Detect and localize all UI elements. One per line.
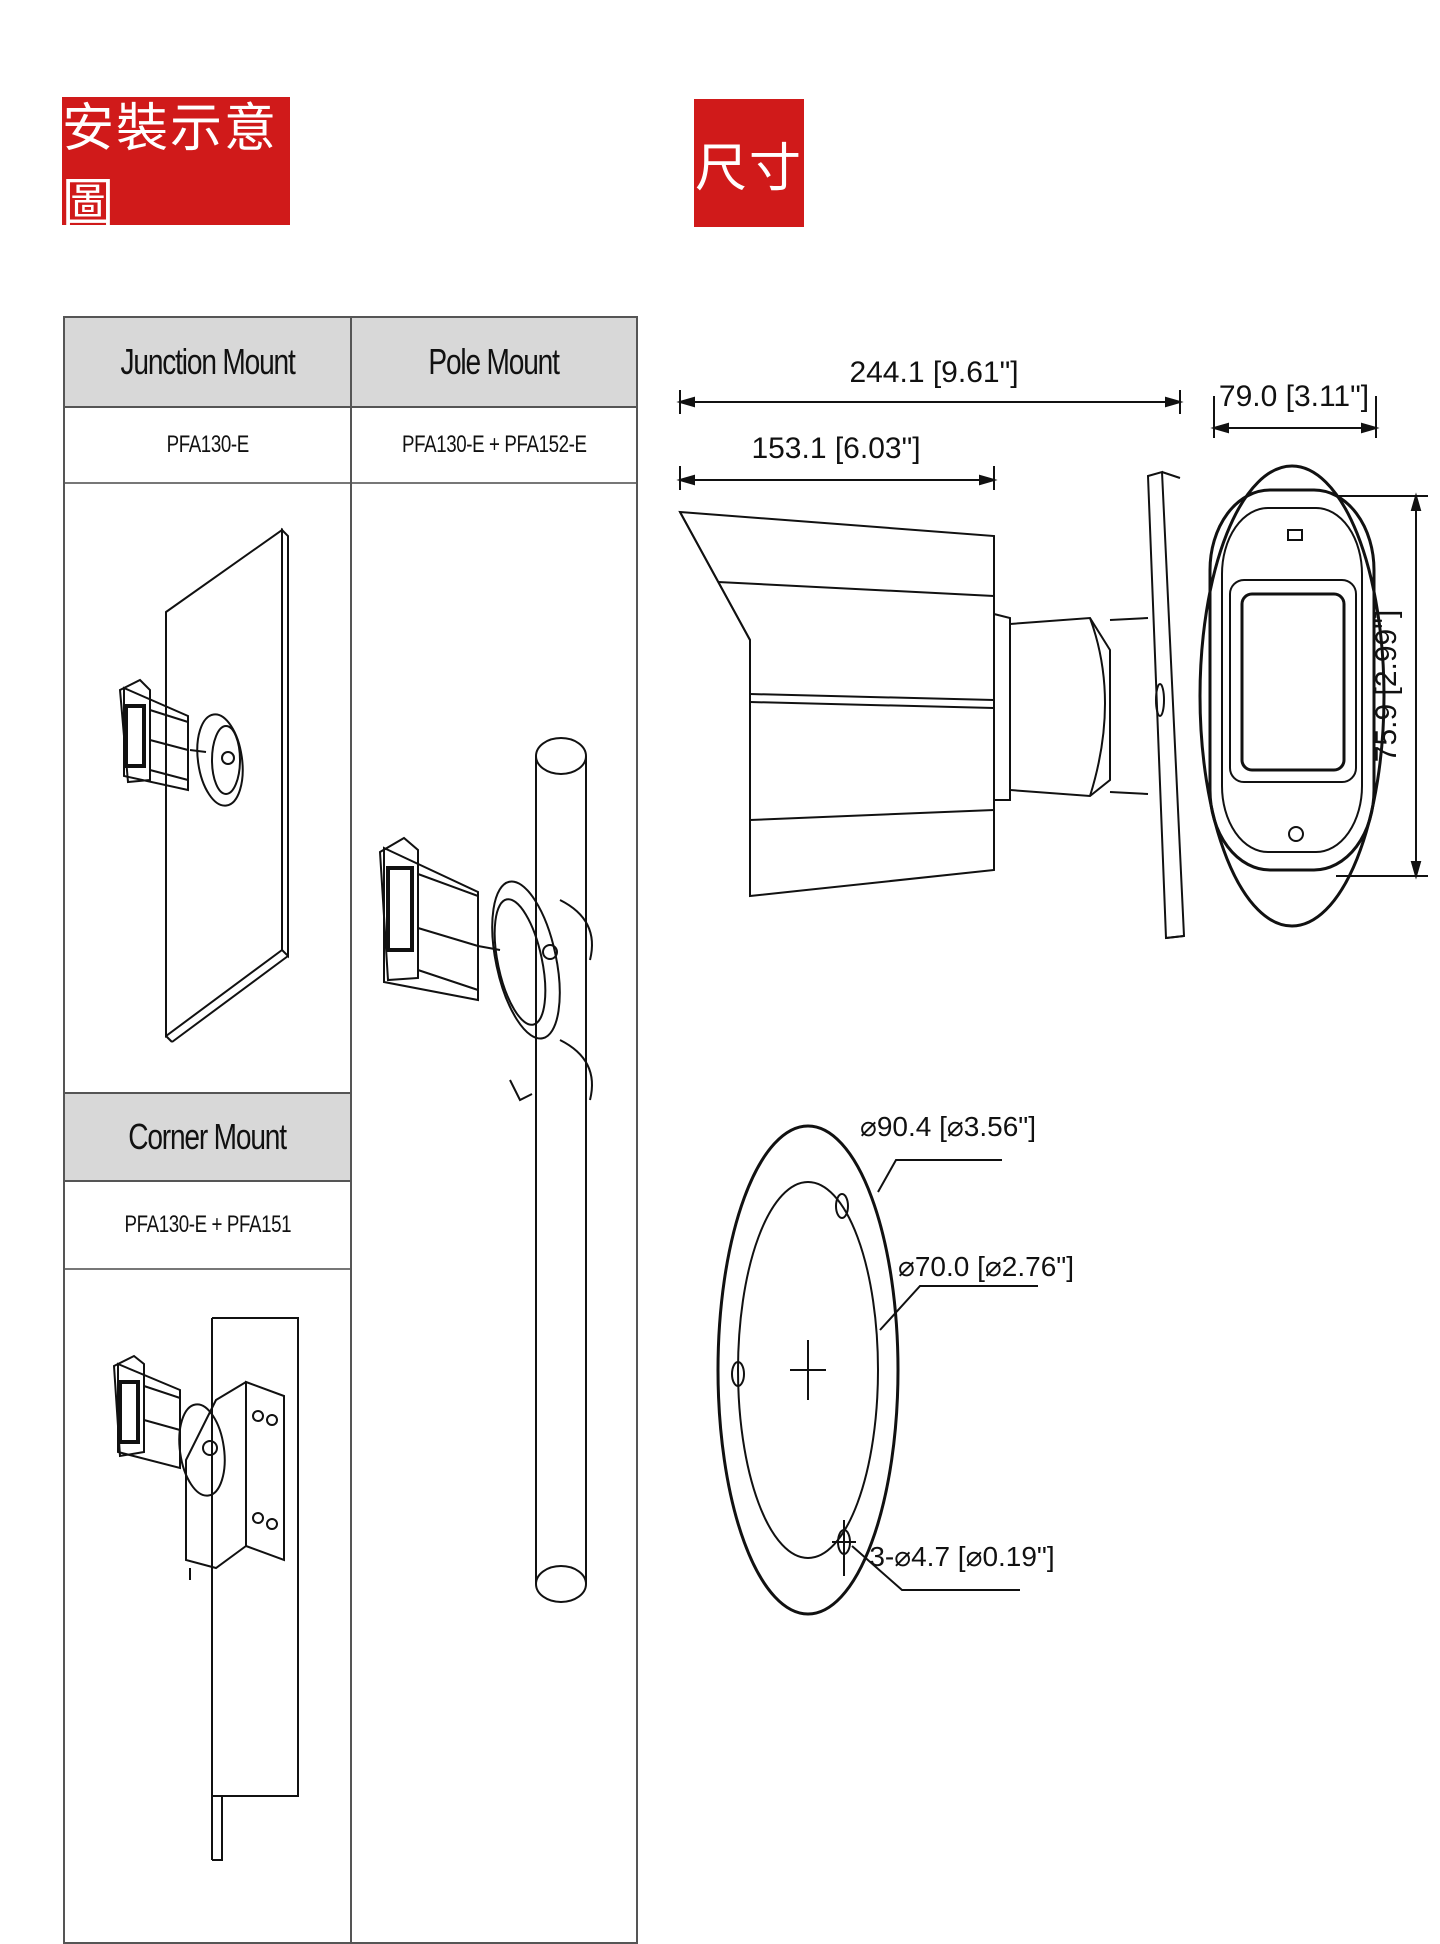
junction-mount-part: PFA130-E	[65, 408, 350, 484]
camera-front-view	[1198, 396, 1428, 928]
dimensions-title: 尺寸	[694, 99, 804, 227]
corner-mount-part: PFA130-E + PFA151	[65, 1182, 350, 1270]
hole-circle-diameter-label: ⌀70.0 [⌀2.76"]	[898, 1251, 1074, 1282]
base-outer-diameter-label: ⌀90.4 [⌀3.56"]	[860, 1111, 1036, 1142]
junction-mount-illustration	[118, 527, 289, 1043]
height-label: 75.9 [2.99"]	[1370, 610, 1403, 762]
pole-mount-part-label: PFA130-E + PFA152-E	[401, 431, 587, 458]
installation-diagram-title: 安裝示意圖	[62, 97, 290, 234]
corner-mount-header: Corner Mount	[65, 1092, 350, 1182]
pole-mount-part: PFA130-E + PFA152-E	[352, 408, 636, 484]
junction-mount-title: Junction Mount	[120, 341, 295, 382]
pole-mount-illustration	[378, 737, 593, 1603]
camera-side-view	[676, 390, 1186, 940]
pole-mount-title: Pole Mount	[428, 341, 561, 382]
base-plate-view	[716, 1124, 1038, 1616]
hole-size-label: 3-⌀4.7 [⌀0.19"]	[869, 1541, 1054, 1572]
width-label: 79.0 [3.11"]	[1219, 380, 1369, 413]
corner-mount-illustration	[112, 1317, 299, 1861]
overall-length-label: 244.1 [9.61"]	[849, 356, 1018, 389]
body-length-label: 153.1 [6.03"]	[751, 432, 920, 465]
corner-mount-title: Corner Mount	[128, 1116, 288, 1157]
mounting-table: Junction Mount Pole Mount PFA130-E PFA13…	[63, 316, 638, 1944]
corner-mount-part-label: PFA130-E + PFA151	[124, 1211, 291, 1238]
junction-mount-header: Junction Mount	[65, 318, 350, 408]
junction-mount-part-label: PFA130-E	[166, 431, 249, 458]
pole-mount-header: Pole Mount	[352, 318, 636, 408]
